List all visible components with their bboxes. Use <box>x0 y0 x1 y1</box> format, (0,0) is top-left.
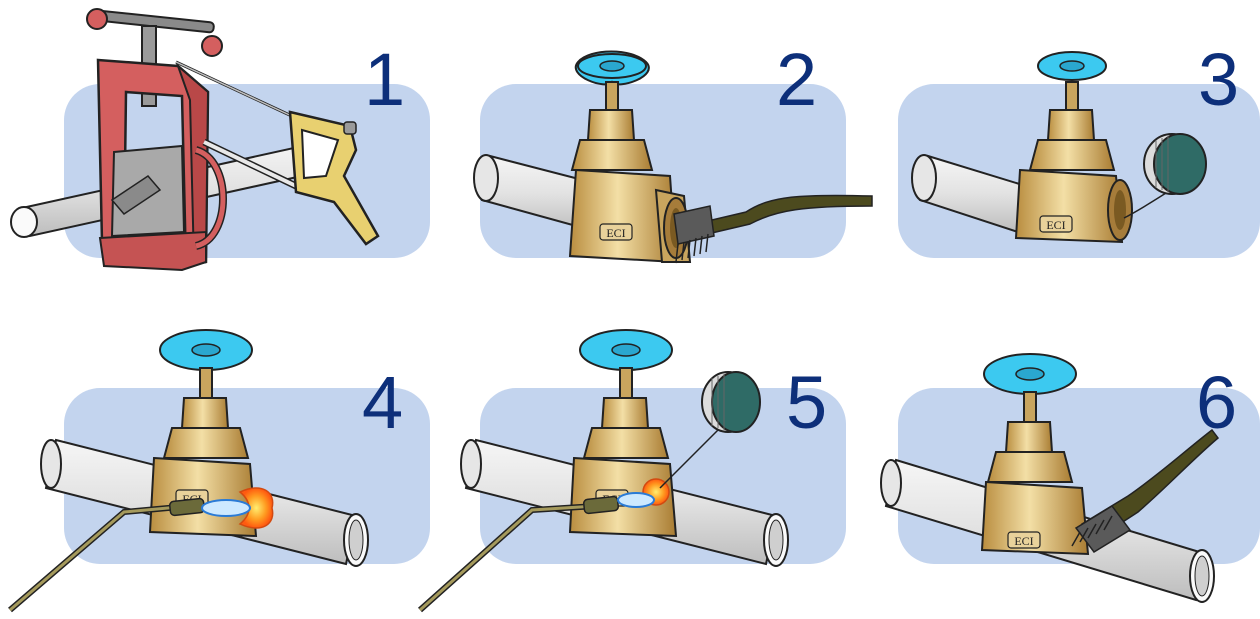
step-6-panel: ECI 6 <box>840 310 1260 619</box>
step-5-panel: ECI 5 <box>420 310 840 619</box>
step-number: 3 <box>1198 43 1239 117</box>
step-3-illustration: ECI <box>840 0 1260 309</box>
step-5-illustration: ECI <box>420 310 840 619</box>
step-number: 2 <box>776 43 817 117</box>
step-1-illustration <box>0 0 420 309</box>
step-number: 6 <box>1196 366 1237 440</box>
valve-marking: ECI <box>1046 218 1065 232</box>
step-6-illustration: ECI <box>840 310 1260 619</box>
valve-marking: ECI <box>1014 534 1033 548</box>
step-number: 4 <box>362 366 403 440</box>
step-4-panel: ECI 4 <box>0 310 420 619</box>
step-4-illustration: ECI <box>0 310 420 619</box>
valve-marking: ECI <box>606 226 625 240</box>
step-number: 1 <box>364 43 405 117</box>
step-1-panel: 1 <box>0 0 420 309</box>
step-number: 5 <box>786 366 827 440</box>
step-3-panel: ECI 3 <box>840 0 1260 309</box>
step-2-panel: ECI 2 <box>420 0 840 309</box>
